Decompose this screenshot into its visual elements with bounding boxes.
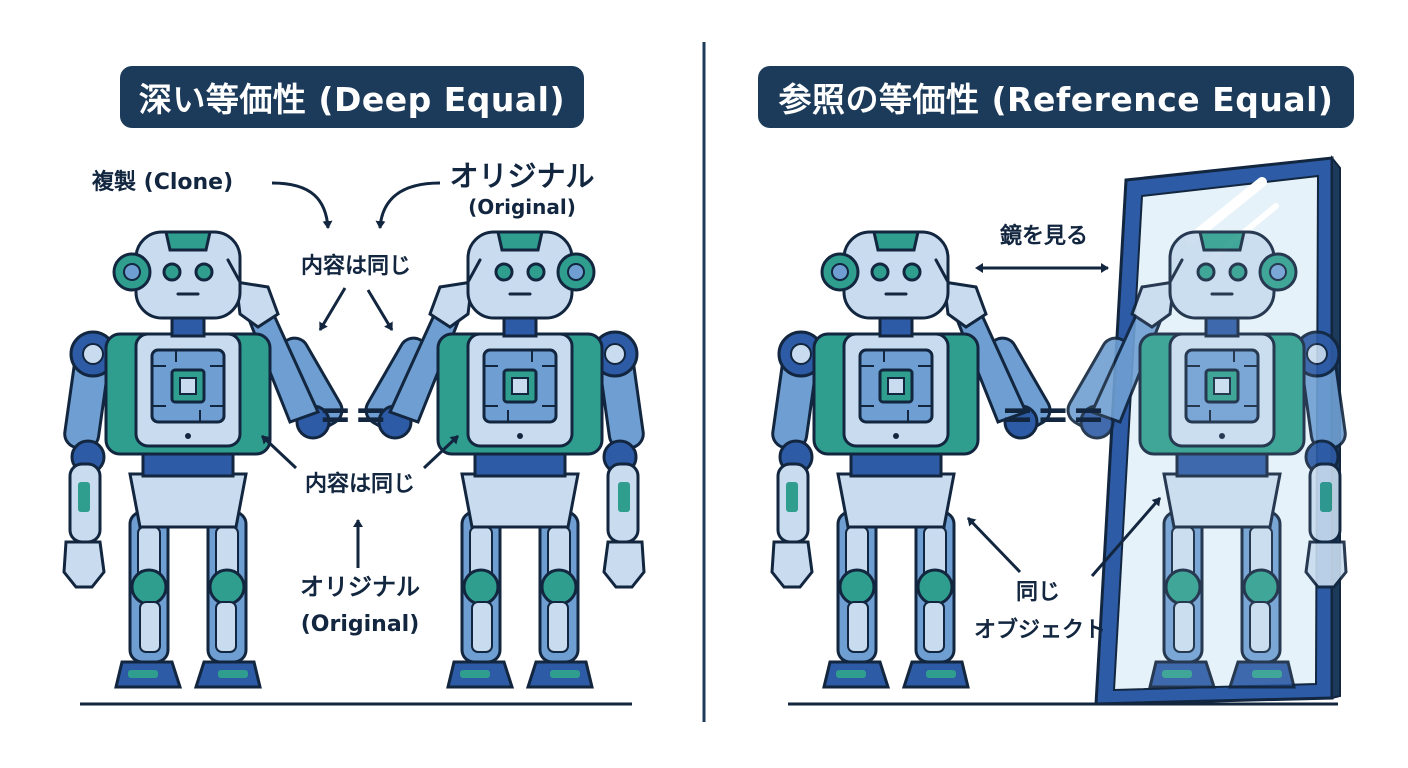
deep-equal-operator: == — [318, 392, 390, 438]
deep-equal-title: 深い等価性 (Deep Equal) — [120, 66, 584, 128]
bottom-original-label: オリジナル — [300, 573, 420, 601]
original-label-en: (Original) — [468, 195, 576, 219]
same-label: 同じ — [1015, 580, 1061, 605]
reference-equal-operator: === — [1000, 392, 1108, 438]
bottom-content-to-original-arrow — [422, 434, 460, 470]
clone-to-content-arrow — [271, 181, 333, 229]
same-content-bottom-label: 内容は同じ — [304, 472, 416, 497]
object-label: オブジェクト — [973, 618, 1107, 643]
content-to-clone-arrow — [318, 287, 347, 331]
same-to-reflection-arrow — [1090, 497, 1162, 577]
reference-equal-title-text: 参照の等価性 (Reference Equal) — [778, 80, 1334, 119]
same-to-robot-arrow — [966, 516, 1022, 574]
original-to-content-arrow — [375, 181, 441, 229]
original-label: オリジナル — [449, 159, 595, 193]
bottom-content-to-clone-arrow — [260, 434, 298, 470]
content-to-original-arrow — [366, 289, 394, 331]
look-mirror-label: 鏡を見る — [999, 224, 1089, 249]
bottom-original-label-en: (Original) — [300, 612, 420, 637]
deep-equal-title-text: 深い等価性 (Deep Equal) — [138, 80, 566, 119]
same-content-top-label: 内容は同じ — [300, 254, 412, 279]
clone-label: 複製 (Clone) — [92, 170, 234, 195]
reference-equal-title: 参照の等価性 (Reference Equal) — [758, 66, 1354, 128]
